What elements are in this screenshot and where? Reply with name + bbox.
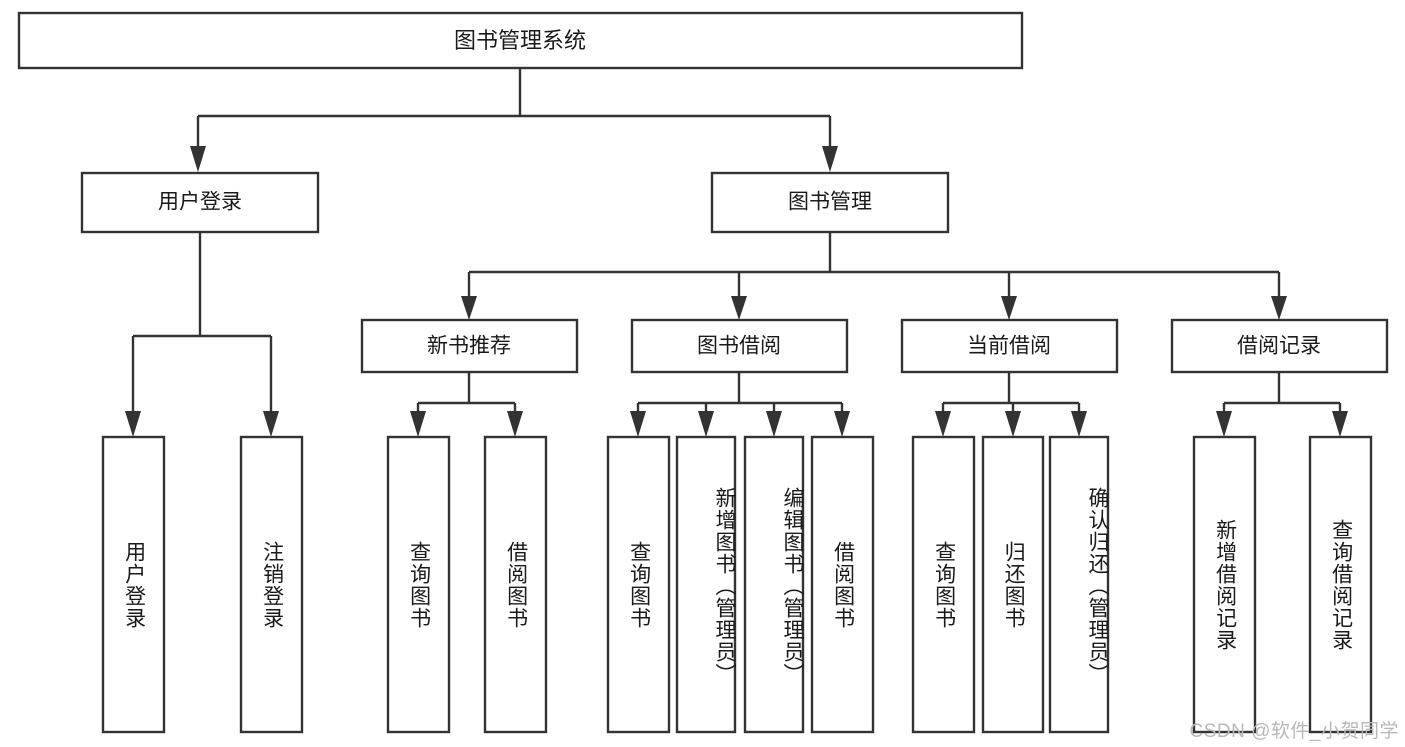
node-current-borrow-box: [900, 318, 1119, 374]
node-new-book-recommend-box: [360, 318, 579, 374]
node-borrow-record[interactable]: 借阅记录: [1170, 318, 1389, 374]
leaf-book-borrow-1-box[interactable]: [675, 435, 737, 734]
arrow-user-login-to-leaf-1: [263, 411, 279, 437]
leaf-current-borrow-1-box[interactable]: [981, 435, 1045, 734]
node-book-management[interactable]: 图书管理: [710, 171, 950, 234]
leaf-borrow-record-0-box[interactable]: [1192, 435, 1257, 734]
node-book-borrow-label: 图书借阅: [697, 335, 781, 358]
leaf-new-book-recommend-0-box[interactable]: [386, 435, 451, 734]
leaf-new-book-recommend-1-box[interactable]: [483, 435, 548, 734]
arrow-bm-to-borrow-record: [1271, 296, 1287, 320]
arrow-bb-to-leaf-2: [766, 411, 782, 437]
node-root-system[interactable]: 图书管理系统: [17, 11, 1024, 70]
node-new-book-recommend-label: 新书推荐: [427, 335, 511, 358]
arrow-br-to-leaf-0: [1216, 411, 1232, 437]
node-book-borrow[interactable]: 图书借阅: [630, 318, 849, 374]
arrow-bm-to-new-book: [461, 296, 477, 320]
leaf-current-borrow-0-box[interactable]: [911, 435, 976, 734]
arrow-root-to-user-login: [190, 146, 206, 172]
arrow-bb-to-leaf-1: [698, 411, 714, 437]
arrow-nbr-to-leaf-1: [507, 411, 523, 437]
arrow-nbr-to-leaf-0: [410, 411, 426, 437]
node-root-system-label: 图书管理系统: [454, 28, 586, 53]
leaf-user-login-0-box[interactable]: [101, 435, 166, 734]
arrow-root-to-book-mgmt: [822, 146, 838, 172]
arrow-cb-to-leaf-0: [935, 411, 951, 437]
node-user-login[interactable]: 用户登录: [80, 171, 320, 234]
arrow-bb-to-leaf-3: [834, 411, 850, 437]
node-borrow-record-box: [1170, 318, 1389, 374]
arrow-bm-to-current-borrow: [1001, 296, 1017, 320]
arrow-bm-to-book-borrow: [731, 296, 747, 320]
node-borrow-record-label: 借阅记录: [1237, 335, 1321, 358]
arrow-cb-to-leaf-2: [1071, 411, 1087, 437]
node-current-borrow-label: 当前借阅: [967, 335, 1051, 358]
arrow-br-to-leaf-1: [1332, 411, 1348, 437]
node-book-borrow-box: [630, 318, 849, 374]
node-user-login-label: 用户登录: [158, 191, 242, 214]
node-root-system-box: [17, 11, 1024, 70]
leaf-book-borrow-0-box[interactable]: [606, 435, 671, 734]
node-book-management-label: 图书管理: [788, 191, 872, 214]
leaf-borrow-record-1-box[interactable]: [1308, 435, 1373, 734]
arrow-bb-to-leaf-0: [630, 411, 646, 437]
leaf-current-borrow-2-box[interactable]: [1048, 435, 1110, 734]
csdn-watermark: CSDN @软件_小贺同学: [1189, 721, 1399, 742]
arrow-user-login-to-leaf-0: [125, 411, 141, 437]
leaf-book-borrow-2-box[interactable]: [743, 435, 805, 734]
node-book-management-box: [710, 171, 950, 234]
leaf-book-borrow-3-box[interactable]: [810, 435, 875, 734]
leaf-user-login-1-box[interactable]: [239, 435, 304, 734]
node-current-borrow[interactable]: 当前借阅: [900, 318, 1119, 374]
arrow-cb-to-leaf-1: [1005, 411, 1021, 437]
node-new-book-recommend[interactable]: 新书推荐: [360, 318, 579, 374]
